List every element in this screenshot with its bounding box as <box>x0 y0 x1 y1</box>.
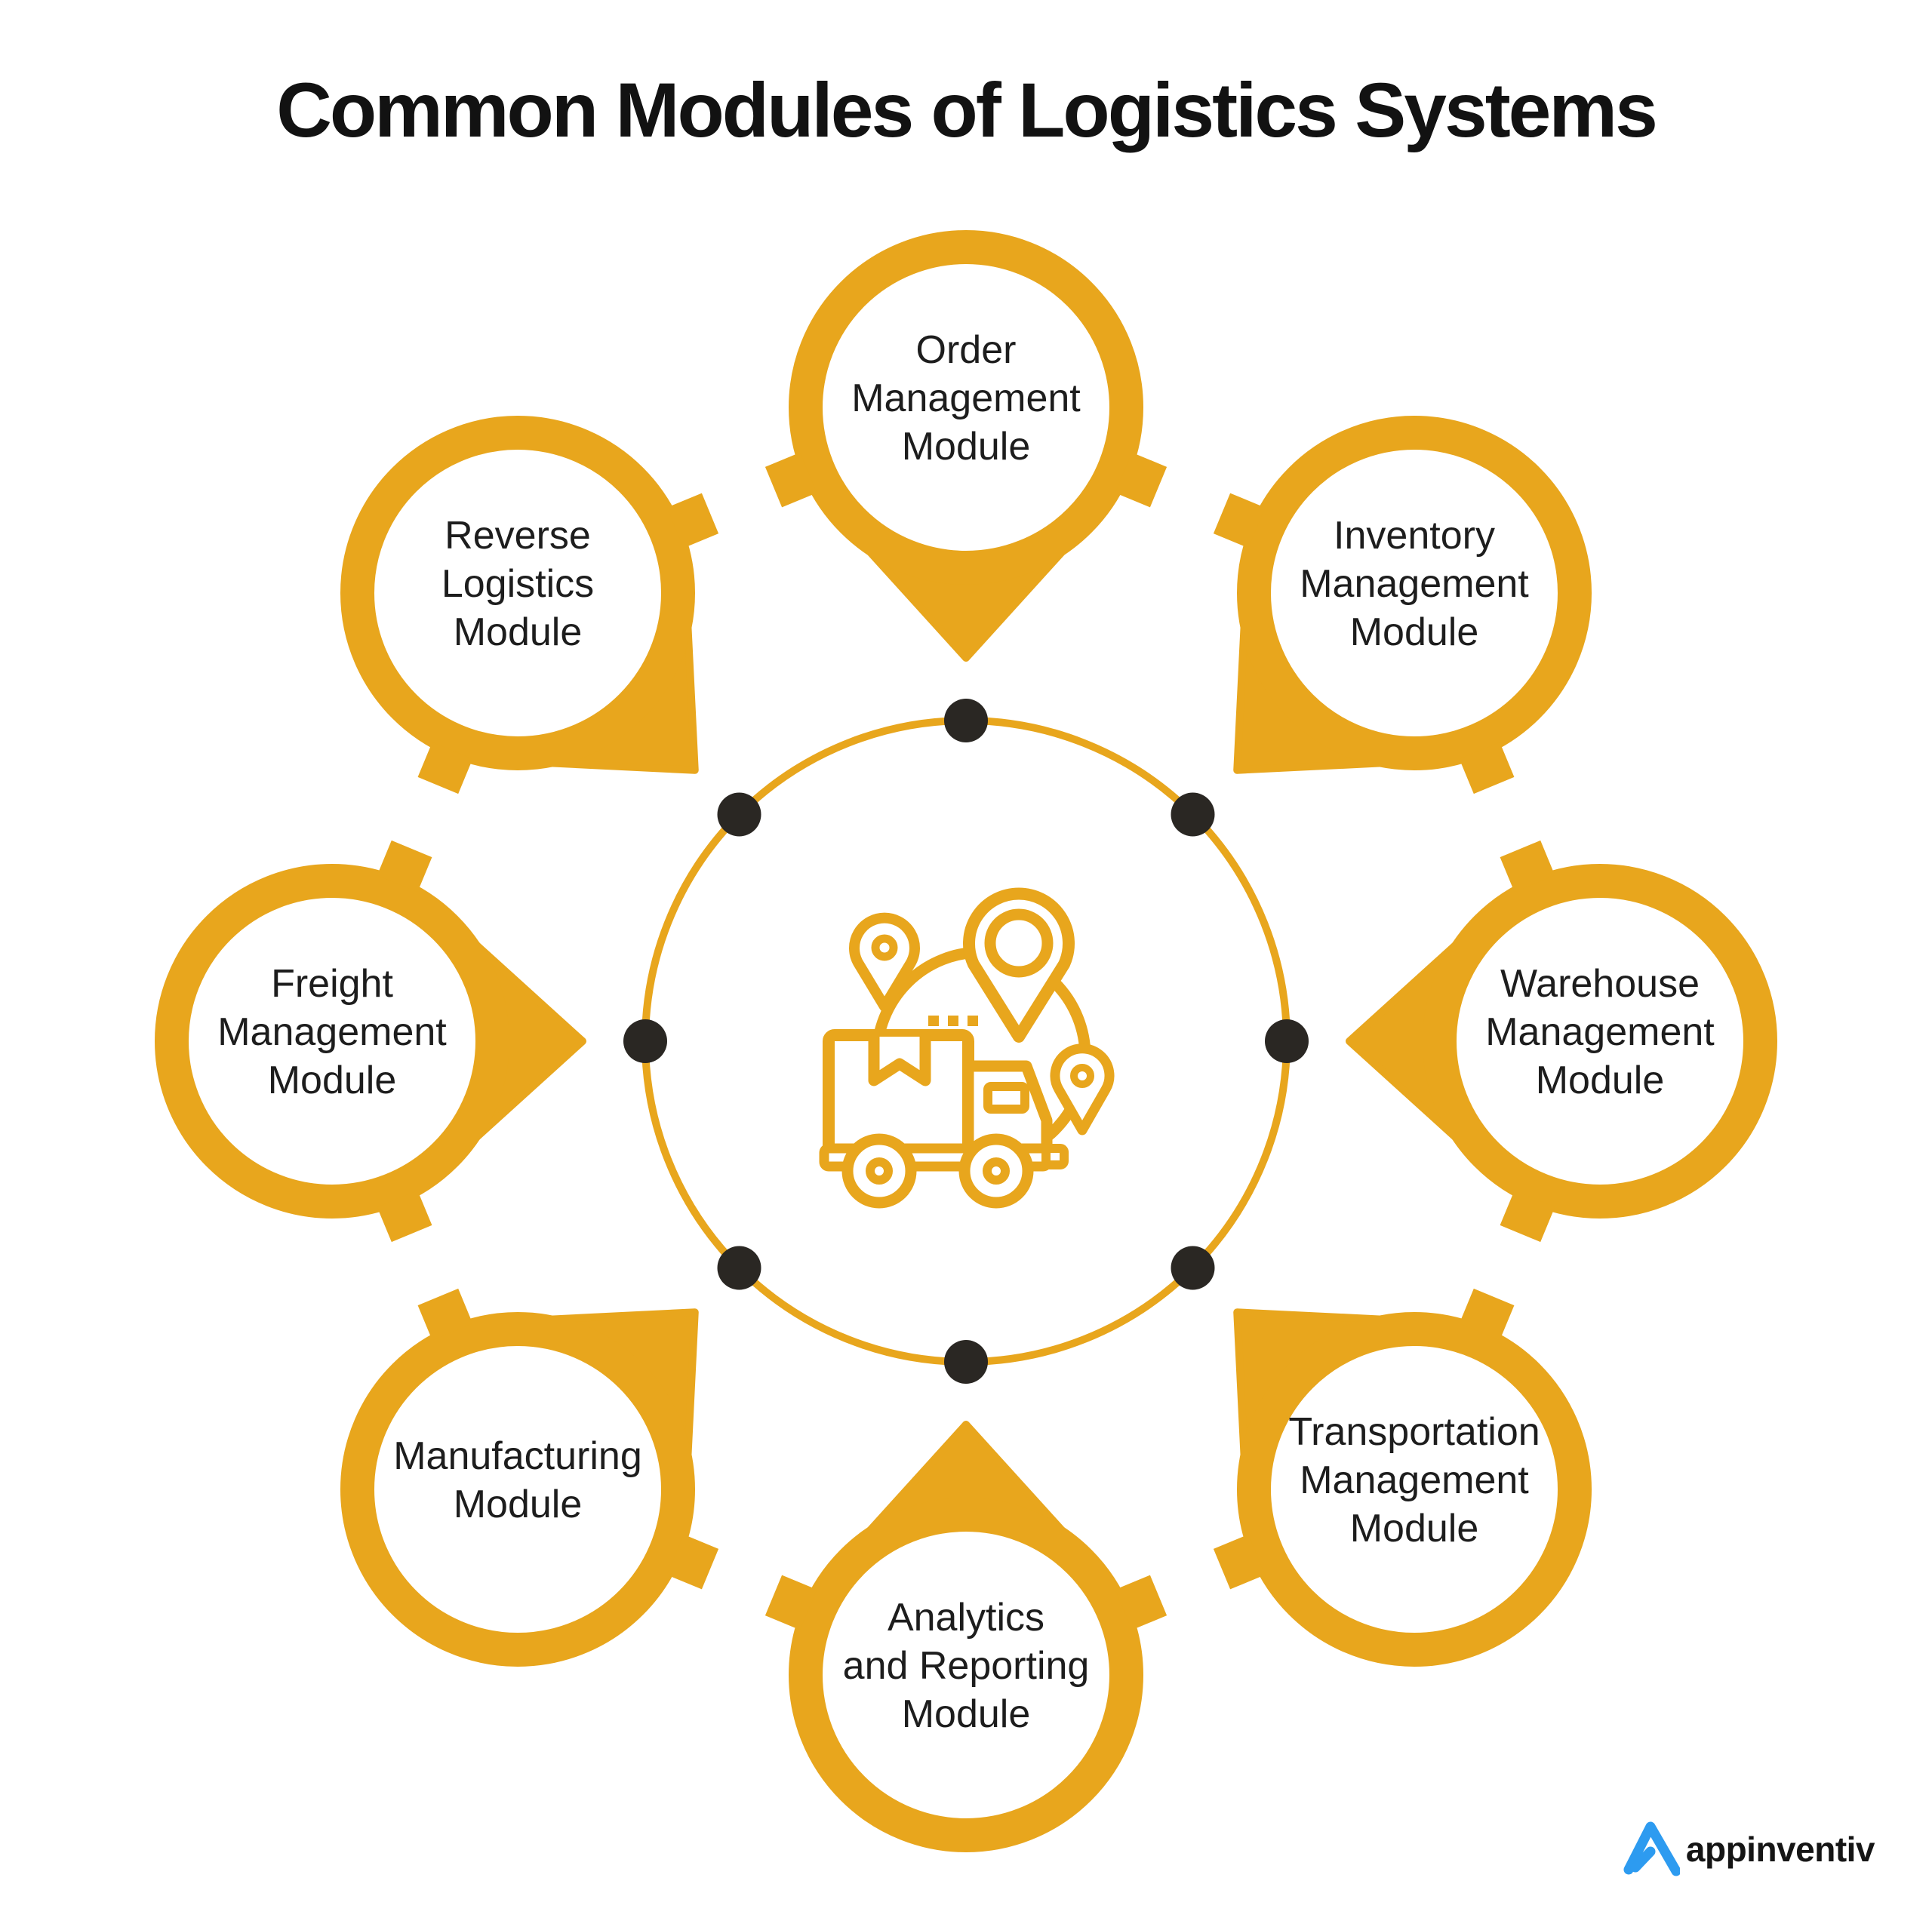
truck-wheel-hub-icon <box>983 1157 1010 1185</box>
appinventiv-wordmark: appinventiv <box>1685 1830 1875 1869</box>
node-label-order-management: Order Management Module <box>800 326 1132 471</box>
brand-logo: appinventiv <box>1621 1820 1875 1879</box>
package-ribbon-icon <box>868 1031 931 1086</box>
node-label-line: Inventory <box>1334 514 1495 558</box>
node-label-line: Management <box>1300 1458 1529 1502</box>
node-label-line: Analytics <box>887 1596 1045 1640</box>
map-pin-small-right-icon <box>1050 1043 1115 1136</box>
hub-dot-east <box>1265 1019 1309 1063</box>
node-label-line: Module <box>1535 1059 1665 1102</box>
node-label-line: Module <box>1349 610 1479 654</box>
hub-dot-north <box>944 699 988 742</box>
hub-dot-southwest <box>717 1246 761 1290</box>
map-pin-small-right-dot-icon <box>1070 1064 1094 1088</box>
node-label-transportation-management: Transportation Management Module <box>1248 1408 1580 1553</box>
hub-dot-northeast <box>1171 792 1215 837</box>
route-dash-icon <box>928 1016 939 1026</box>
node-label-line: Warehouse <box>1500 962 1700 1006</box>
appinventiv-mark-icon <box>1623 1821 1680 1876</box>
node-label-line: Management <box>217 1010 447 1054</box>
node-label-line: Module <box>453 610 583 654</box>
node-label-analytics-reporting: Analytics and Reporting Module <box>800 1593 1132 1738</box>
node-label-manufacturing: Manufacturing Module <box>352 1432 684 1529</box>
node-label-warehouse-management: Warehouse Management Module <box>1434 960 1766 1105</box>
node-label-line: Manufacturing <box>393 1434 642 1478</box>
route-dash-icon <box>948 1016 958 1026</box>
node-label-line: and Reporting <box>842 1644 1090 1688</box>
node-label-reverse-logistics: Reverse Logistics Module <box>352 512 684 656</box>
node-label-line: Management <box>851 376 1081 420</box>
node-label-freight-management: Freight Management Module <box>166 960 498 1105</box>
truck-wheel-hub-icon <box>866 1157 893 1185</box>
hub-dot-southeast <box>1171 1246 1215 1290</box>
node-label-line: Logistics <box>441 562 595 606</box>
node-label-line: Module <box>453 1483 583 1526</box>
node-label-line: Module <box>1349 1507 1479 1550</box>
node-label-line: Management <box>1485 1010 1715 1054</box>
hub-dot-west <box>623 1019 667 1063</box>
node-label-line: Module <box>267 1059 397 1102</box>
node-label-line: Management <box>1300 562 1529 606</box>
delivery-truck-with-location-pins-icon <box>819 887 1115 1209</box>
node-label-inventory-management: Inventory Management Module <box>1248 512 1580 656</box>
node-label-line: Order <box>915 328 1017 372</box>
node-label-line: Module <box>901 1692 1031 1736</box>
map-pin-small-left-icon <box>849 912 920 1012</box>
node-label-line: Freight <box>271 962 393 1006</box>
truck-bumper-icon <box>1041 1144 1069 1169</box>
hub-dot-northwest <box>717 792 761 837</box>
node-label-line: Module <box>901 425 1031 469</box>
map-pin-large-hole-icon <box>984 908 1054 978</box>
route-dash-icon <box>968 1016 978 1026</box>
page-title: Common Modules of Logistics Systems <box>276 67 1658 153</box>
map-pin-small-left-dot-icon <box>871 934 898 961</box>
node-label-line: Reverse <box>445 514 591 558</box>
hub-dot-south <box>944 1340 988 1384</box>
node-label-line: Transportation <box>1288 1410 1540 1454</box>
truck-window-icon <box>983 1082 1029 1114</box>
